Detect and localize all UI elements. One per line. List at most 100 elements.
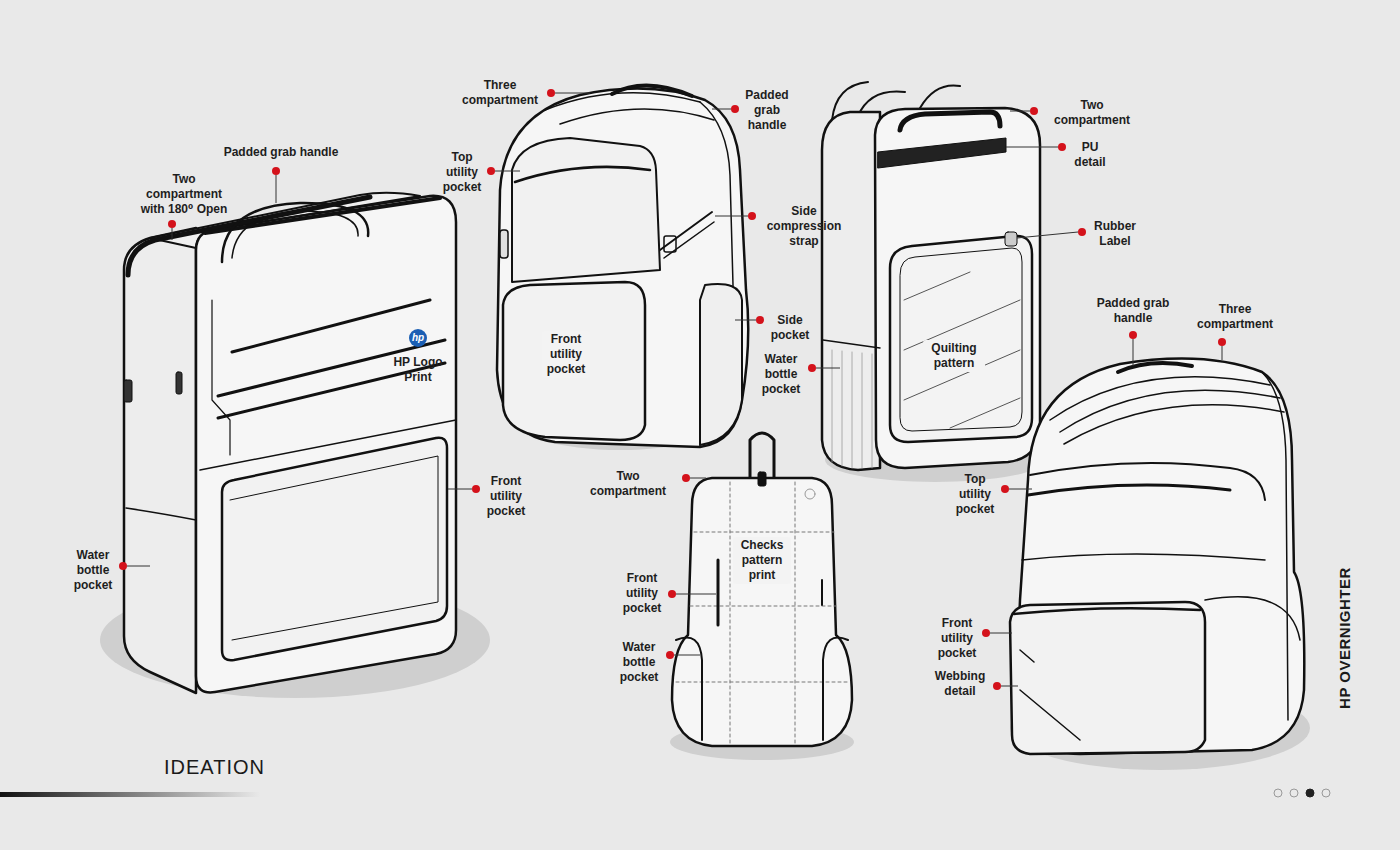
strap (920, 85, 960, 108)
pocket-stitch (900, 248, 1022, 431)
callout-dot (487, 167, 495, 175)
callout-dot (748, 212, 756, 220)
leader-line (676, 594, 716, 595)
logo-mark (805, 489, 815, 499)
logo-text: hp (409, 329, 427, 347)
backpack-sketch (1010, 359, 1310, 770)
part-label: Padded grab handle (742, 88, 792, 133)
backpack-sketch (670, 433, 854, 760)
leader-line (674, 655, 700, 656)
pager-dot (1274, 789, 1282, 797)
pager-dot (1290, 789, 1298, 797)
grab-handle (222, 203, 368, 262)
part-label: Front utility pocket (620, 571, 664, 616)
part-label: Padded grab handle (211, 145, 351, 160)
part-label: Water bottle pocket (616, 640, 662, 685)
part-label: Top utility pocket (953, 472, 997, 517)
part-label: Quilting pattern (923, 340, 985, 372)
backpack-sketch (822, 82, 1045, 482)
part-label: Two compartment with 180⁰ Open (135, 172, 233, 217)
leader-line (127, 566, 150, 567)
compartment-line (545, 93, 700, 110)
callout-dot (272, 167, 280, 175)
backpack-sketch (100, 193, 490, 698)
bottle-pocket-edge (823, 340, 880, 348)
callout-dot (731, 105, 739, 113)
leader-line (1133, 339, 1134, 366)
part-label: Front utility pocket (484, 474, 528, 519)
part-label: Top utility pocket (440, 150, 484, 195)
zipper (1014, 608, 1200, 614)
side-panel (124, 228, 196, 693)
bottle-pocket-edge (126, 508, 196, 520)
leader-line (1017, 232, 1078, 238)
leader-line (990, 633, 1012, 634)
leader-line (555, 93, 590, 94)
callout-dot (666, 651, 674, 659)
compression-strap (660, 212, 712, 250)
leader-line (1010, 111, 1030, 112)
leader-line (690, 478, 706, 479)
front-panel (196, 196, 456, 693)
front-pocket (890, 236, 1032, 442)
front-panel (875, 108, 1040, 468)
seam (1022, 554, 1265, 560)
callout-dot (1129, 331, 1137, 339)
sheet-title: IDEATION (164, 756, 265, 779)
callout-dot (668, 590, 676, 598)
part-label: Water bottle pocket (70, 548, 116, 593)
pager-dot (1322, 789, 1330, 797)
part-label: Padded grab handle (1088, 296, 1178, 326)
side-pocket (1205, 597, 1300, 640)
callout-dot (1001, 485, 1009, 493)
callout-dot (1058, 143, 1066, 151)
gradient-bar (0, 792, 260, 797)
part-label: Side pocket (768, 313, 812, 343)
quilting-lines (904, 272, 1020, 428)
leader-line (715, 216, 748, 217)
leader-line (735, 320, 756, 321)
pu-patch (878, 138, 1006, 168)
part-label: Two compartment (1042, 98, 1142, 128)
part-label: Side compression strap (762, 204, 846, 249)
callout-dot (1078, 228, 1086, 236)
pocket-stitch (230, 456, 438, 640)
part-label: Water bottle pocket (758, 352, 804, 397)
leader-lines (127, 93, 1222, 686)
webbing (1020, 650, 1080, 740)
zipper (1028, 485, 1230, 495)
leader-line (1009, 489, 1032, 490)
part-label: Rubber Label (1090, 219, 1140, 249)
leader-line (276, 175, 277, 203)
callout-dot (119, 562, 127, 570)
front-pocket (503, 282, 645, 440)
seam (212, 300, 230, 455)
callout-dot (547, 89, 555, 97)
top-pocket (1030, 463, 1265, 500)
rubber-label (1005, 232, 1017, 246)
side-pocket (700, 284, 742, 445)
top-pocket (512, 138, 660, 282)
grab-loop (750, 433, 774, 478)
part-label: PU detail (1070, 140, 1110, 170)
part-label: Two compartment (578, 469, 678, 499)
part-label: HP Logo Print (388, 355, 448, 385)
callout-dot (1030, 107, 1038, 115)
compartment-line (1050, 377, 1270, 420)
leader-line (1006, 147, 1058, 148)
back-panel-edge (1262, 372, 1288, 720)
part-label: Checks pattern print (733, 537, 791, 584)
leader-line (712, 109, 731, 110)
detail-line (232, 300, 430, 352)
zip-pull (124, 380, 132, 402)
side-pocket (823, 638, 848, 741)
side-panel (822, 112, 880, 470)
front-pocket (222, 438, 447, 661)
compartment-line (1064, 405, 1284, 444)
part-label: Three compartment (455, 78, 545, 108)
callout-dot (993, 682, 1001, 690)
zipper (515, 167, 650, 182)
grab-handle (900, 112, 1000, 130)
